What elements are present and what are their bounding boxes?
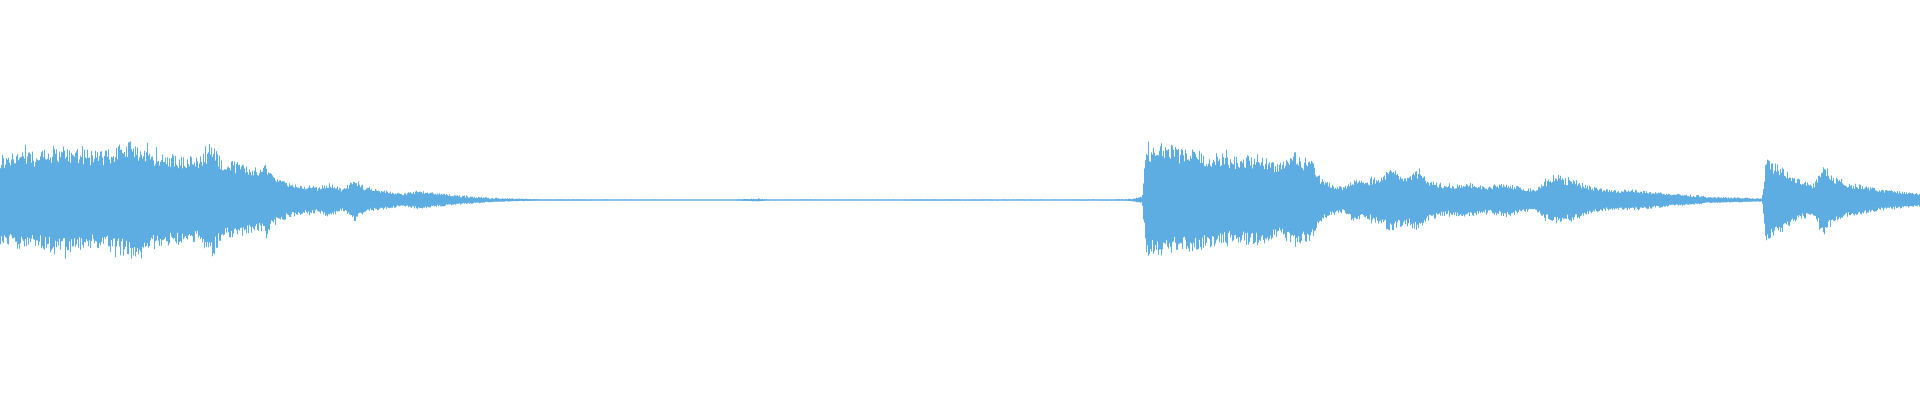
waveform-bars bbox=[0, 141, 1920, 259]
